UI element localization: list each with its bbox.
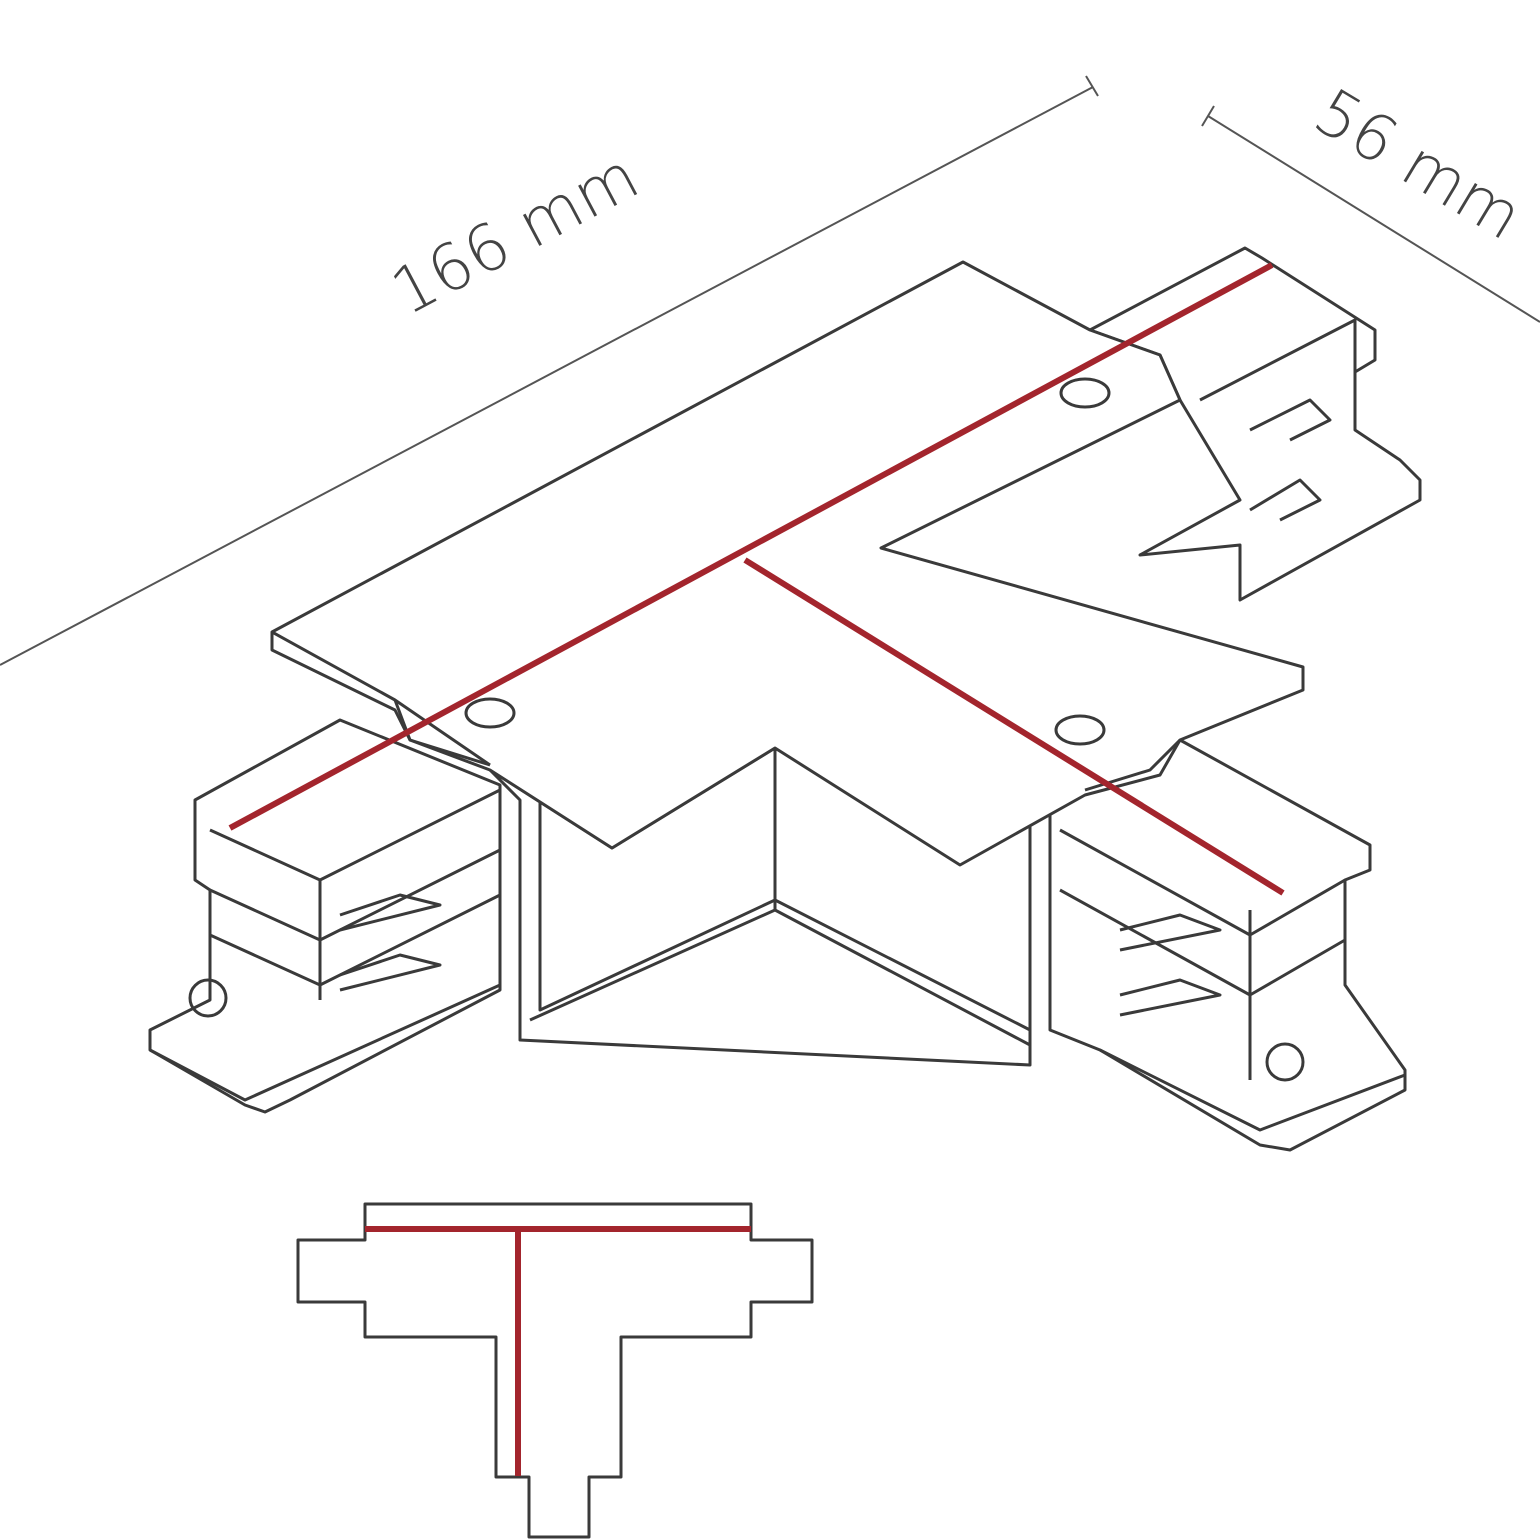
right-back-track-arm bbox=[1088, 246, 1422, 602]
screw-icon bbox=[1265, 1042, 1305, 1082]
mounting-hole bbox=[464, 697, 516, 729]
mounting-hole bbox=[1059, 377, 1111, 409]
left-track-arm bbox=[148, 718, 502, 1114]
mounting-hole bbox=[1054, 714, 1106, 746]
conductor-line-main bbox=[228, 262, 1274, 831]
width-dimension-line bbox=[1201, 105, 1540, 323]
length-dimension-line bbox=[0, 75, 1099, 666]
right-front-track-arm bbox=[1048, 738, 1407, 1152]
plan-view-symbol bbox=[296, 1202, 814, 1539]
screw-icon bbox=[188, 978, 228, 1018]
conductor-line-branch bbox=[743, 557, 1285, 896]
